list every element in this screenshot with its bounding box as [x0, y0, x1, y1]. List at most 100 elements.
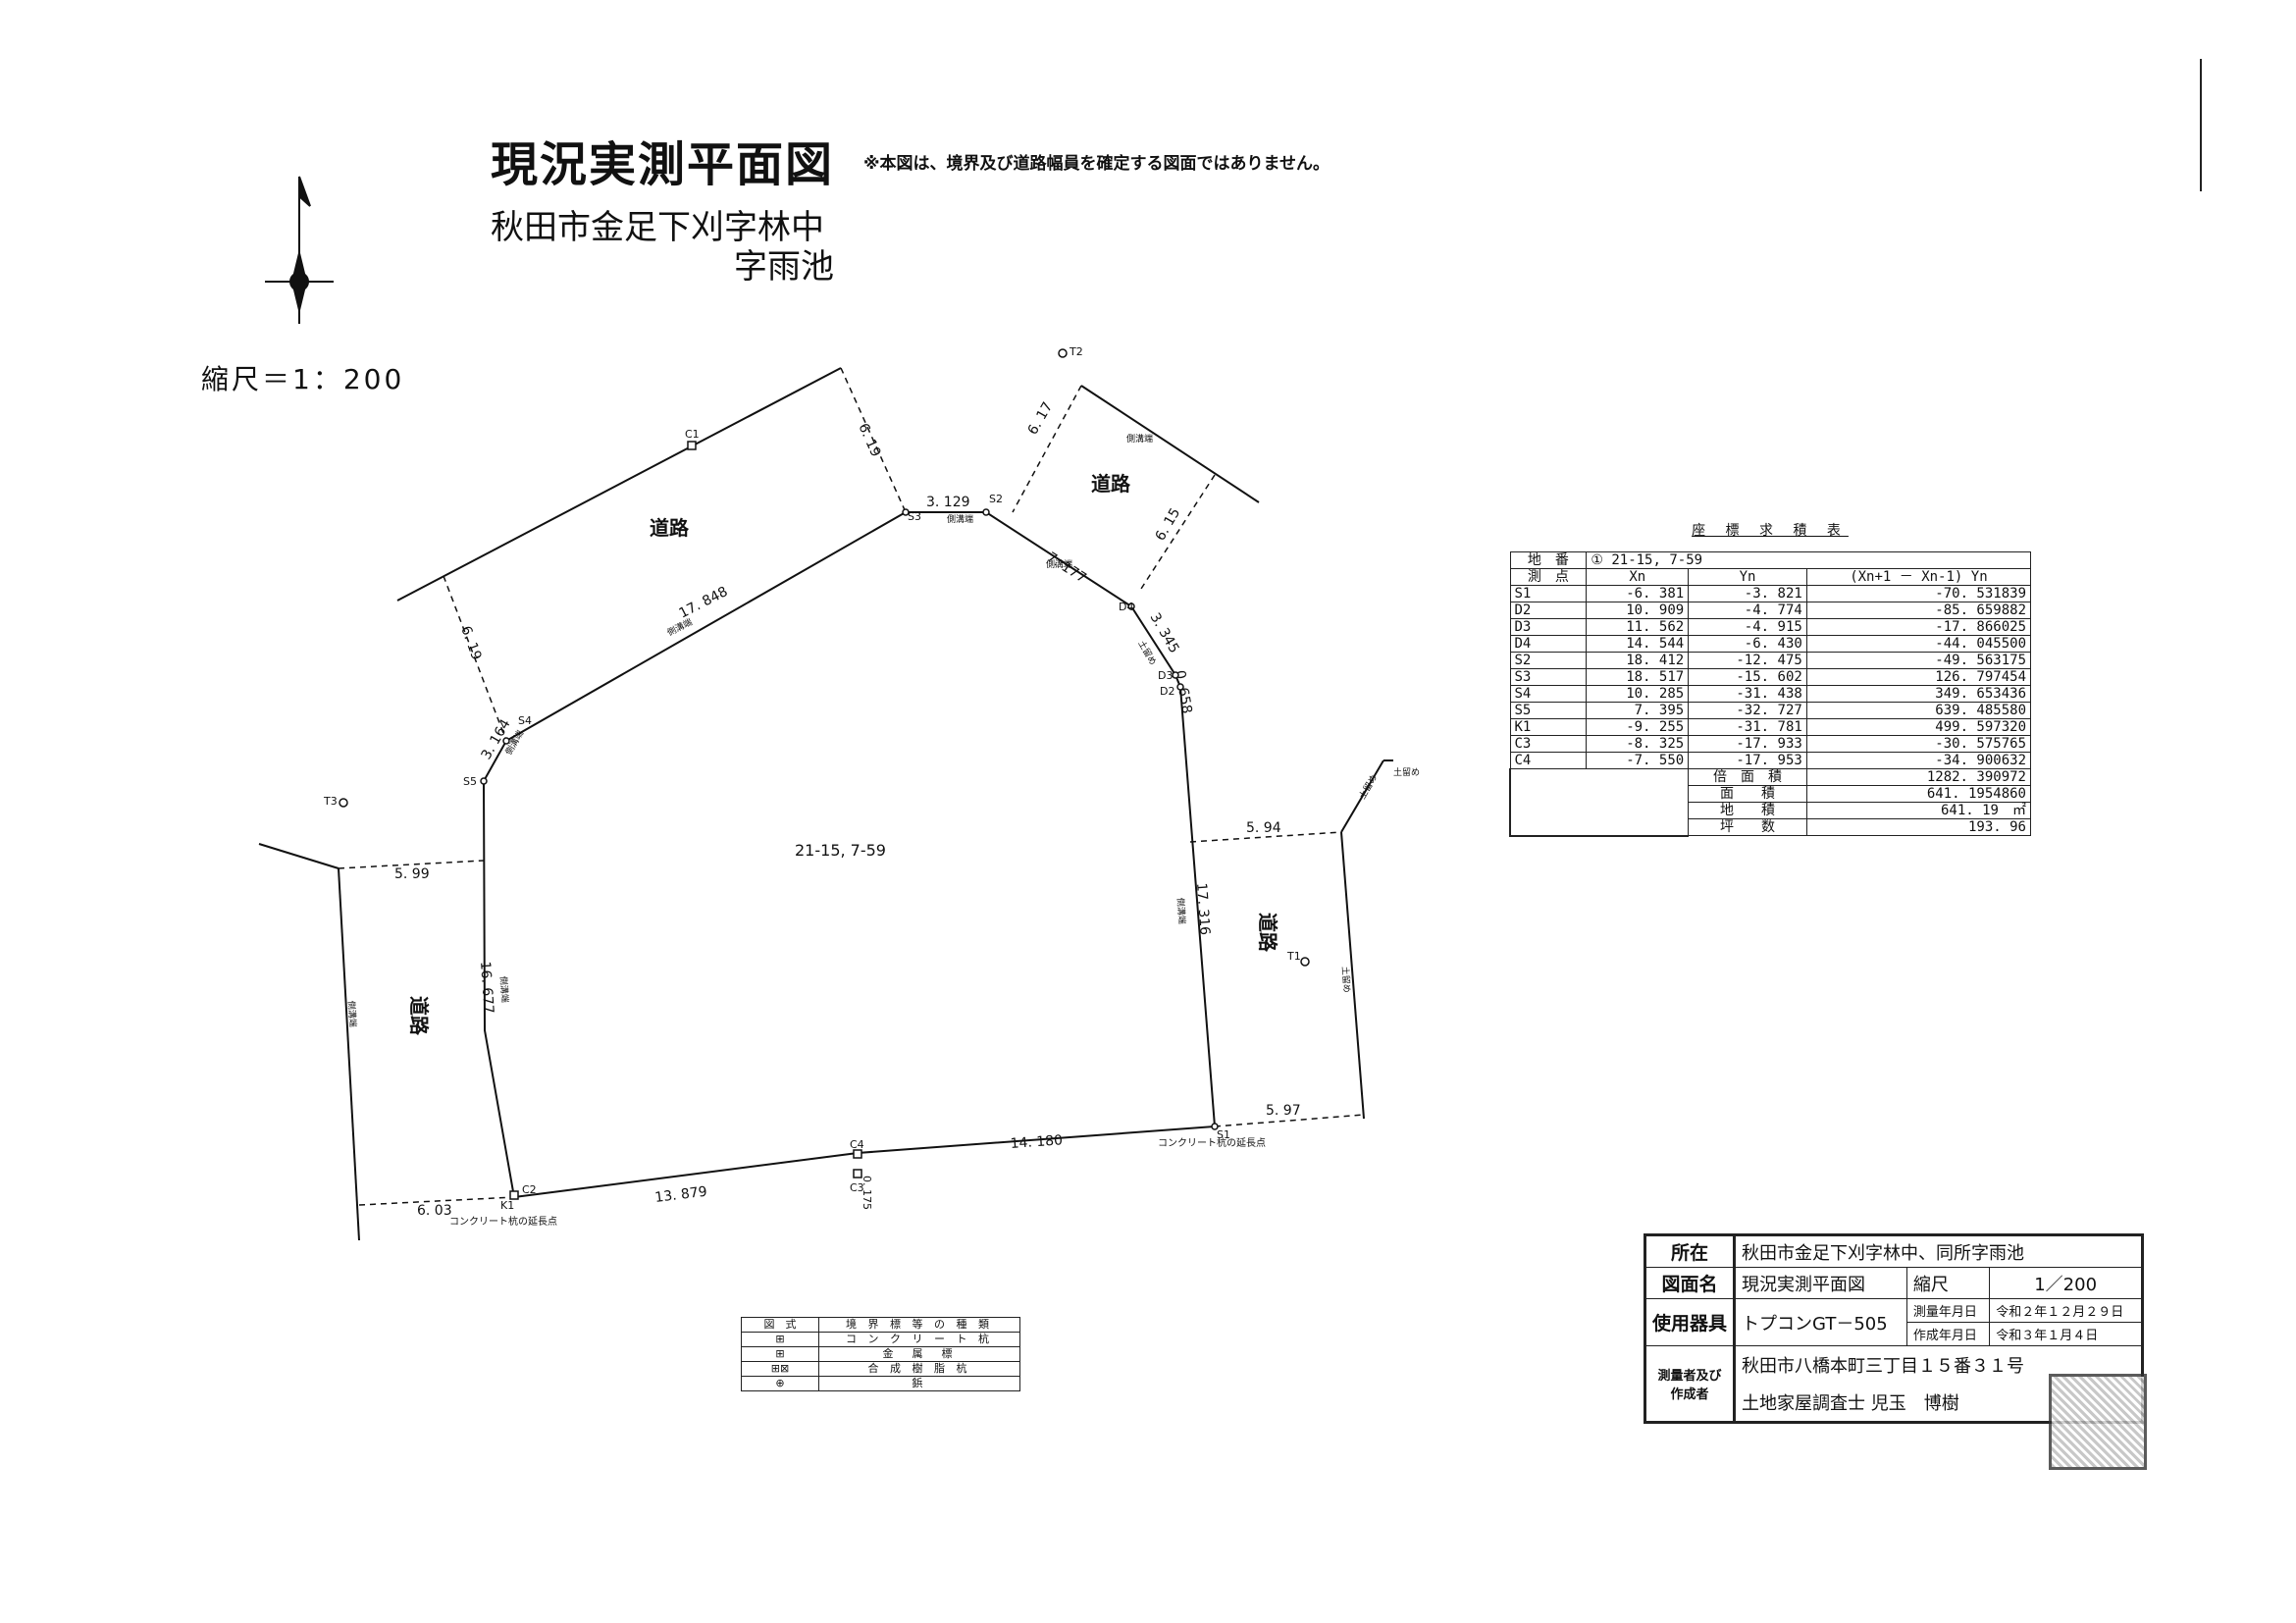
- road-lines: [258, 367, 1393, 1241]
- svg-text:側溝端: 側溝端: [345, 1000, 359, 1027]
- svg-text:土留め: 土留め: [1393, 766, 1420, 778]
- survey-date: 令和２年１２月２９日: [1989, 1298, 2143, 1323]
- width-lines: [338, 367, 1365, 1206]
- dim-bottom-left: 13. 879: [654, 1184, 708, 1206]
- svg-text:T1: T1: [1286, 950, 1301, 963]
- resin-pile-icon: ⊞⊠: [741, 1361, 819, 1377]
- svg-text:T2: T2: [1069, 345, 1083, 358]
- title-block-location: 秋田市金足下刈字林中、同所字雨池: [1734, 1234, 2143, 1268]
- lot-row: 地 番 ① 21-15, 7-59: [1509, 551, 2031, 569]
- lot-label: 地 番: [1509, 551, 1588, 569]
- edge-dimensions: 17. 848 3. 129 7. 177 3. 345 0. 658 17. …: [477, 495, 1213, 1210]
- svg-text:S1: S1: [1217, 1128, 1230, 1141]
- title-block-created-row: 作成年月日 令和３年１月４日: [1645, 1322, 2143, 1346]
- svg-text:6. 19: 6. 19: [855, 421, 883, 459]
- svg-text:K1: K1: [500, 1199, 514, 1212]
- svg-text:5. 99: 5. 99: [394, 866, 430, 882]
- svg-text:C1: C1: [685, 428, 700, 441]
- seal-stamp: [2049, 1374, 2147, 1470]
- dim-left-edge: 16. 677: [477, 961, 496, 1014]
- boundary-marker-legend: 図 式 境 界 標 等 の 種 類 ⊞ コ ン ク リ ー ト 杭 ⊞ 金 属 …: [741, 1317, 1020, 1391]
- svg-text:5. 97: 5. 97: [1266, 1103, 1301, 1119]
- svg-text:側溝端: 側溝端: [497, 975, 511, 1003]
- dim-edge-top: 17. 848: [677, 584, 731, 622]
- dim-d4-d3: 3. 345: [1147, 610, 1182, 656]
- legend-row: ⊕ 鋲: [741, 1376, 1020, 1391]
- survey-points: [339, 348, 1310, 1200]
- svg-text:S5: S5: [463, 775, 477, 788]
- created-date: 令和３年１月４日: [1989, 1322, 2143, 1346]
- drawing-scale: 1／200: [1989, 1267, 2143, 1299]
- svg-text:S2: S2: [989, 493, 1003, 505]
- coordinate-table: 地 番 ① 21-15, 7-59 測 点 Xn Yn (Xn+1 － Xn-1…: [1509, 551, 2032, 837]
- svg-text:D2: D2: [1160, 685, 1174, 698]
- legend-row: ⊞ 金 属 標: [741, 1346, 1020, 1362]
- svg-text:S3: S3: [908, 510, 921, 523]
- svg-text:6. 19: 6. 19: [457, 624, 484, 662]
- svg-text:6. 17: 6. 17: [1025, 399, 1057, 438]
- extension-notes: コンクリート杭の延長点 コンクリート杭の延長点: [449, 1136, 1266, 1228]
- north-arrow-icon: [265, 176, 334, 324]
- svg-text:6. 03: 6. 03: [417, 1203, 452, 1219]
- svg-text:D3: D3: [1158, 669, 1173, 682]
- dim-d3-d2: 0. 658: [1172, 669, 1194, 715]
- parcel-label: 21-15, 7-59: [795, 841, 886, 860]
- title-block-drawing-row: 図面名 現況実測平面図 縮尺 1／200: [1644, 1267, 2143, 1299]
- dim-right-edge: 17. 316: [1193, 882, 1213, 936]
- lot-value: ① 21-15, 7-59: [1586, 551, 2031, 569]
- scale-label: 縮尺＝1：200: [201, 363, 405, 395]
- svg-text:6. 15: 6. 15: [1153, 505, 1184, 544]
- table-header-row: 測 点 Xn Yn (Xn+1 － Xn-1) Yn: [1509, 568, 2032, 586]
- location-line-1: 秋田市金足下刈字林中: [491, 208, 824, 247]
- svg-text:C2: C2: [522, 1183, 537, 1196]
- road-labels: 道路 道路 道路 道路: [407, 472, 1279, 1036]
- svg-text:土留め: 土留め: [1339, 966, 1353, 993]
- svg-text:土留め: 土留め: [1356, 772, 1380, 801]
- coordinate-table-section: 座 標 求 積 表 地 番 ① 21-15, 7-59 測 点 Xn Yn (X…: [1509, 520, 2032, 837]
- metal-marker-icon: ⊞: [741, 1346, 819, 1362]
- title-block-instrument-row: 使用器具 トプコンGT－505 測量年月日 令和２年１２月２９日: [1644, 1298, 2143, 1346]
- rivet-icon: ⊕: [741, 1376, 819, 1391]
- coordinate-table-title: 座 標 求 積 表: [1692, 523, 1849, 539]
- legend-row: ⊞ コ ン ク リ ー ト 杭: [741, 1332, 1020, 1347]
- edge-mark: [2200, 59, 2202, 191]
- dim-bottom-right: 14. 180: [1010, 1132, 1063, 1152]
- svg-text:C3: C3: [850, 1181, 864, 1194]
- svg-text:側溝端: 側溝端: [1174, 897, 1188, 924]
- svg-text:道路: 道路: [407, 996, 431, 1036]
- legend-row: ⊞⊠ 合 成 樹 脂 杭: [741, 1361, 1020, 1377]
- table-row: C3-8. 325-17. 933-30. 575765: [1509, 735, 2032, 753]
- parcel-boundary: [482, 511, 1217, 1199]
- svg-text:S4: S4: [518, 714, 532, 727]
- drawing-name: 現況実測平面図: [1734, 1267, 1907, 1299]
- svg-text:5. 94: 5. 94: [1246, 820, 1281, 836]
- svg-text:側溝端: 側溝端: [1046, 558, 1072, 570]
- title-block-location-row: 所在 秋田市金足下刈字林中、同所字雨池: [1644, 1234, 2143, 1268]
- svg-text:側溝端: 側溝端: [947, 513, 973, 525]
- svg-text:コンクリート杭の延長点: コンクリート杭の延長点: [1158, 1136, 1266, 1149]
- svg-text:道路: 道路: [1091, 472, 1131, 496]
- title-block: 所在 秋田市金足下刈字林中、同所字雨池 図面名 現況実測平面図 縮尺 1／200…: [1644, 1233, 2144, 1424]
- table-row: C4-7. 550-17. 953-34. 900632: [1509, 752, 2032, 769]
- svg-text:D4: D4: [1119, 601, 1133, 613]
- legend-header: 図 式 境 界 標 等 の 種 類: [741, 1317, 1020, 1333]
- dim-s3-s2: 3. 129: [926, 495, 970, 510]
- svg-text:側溝端: 側溝端: [1126, 433, 1153, 445]
- table-row: S1-6. 381-3. 821-70. 531839: [1509, 585, 2032, 602]
- svg-text:C4: C4: [850, 1138, 864, 1151]
- svg-text:T3: T3: [323, 795, 338, 808]
- svg-text:道路: 道路: [650, 516, 690, 540]
